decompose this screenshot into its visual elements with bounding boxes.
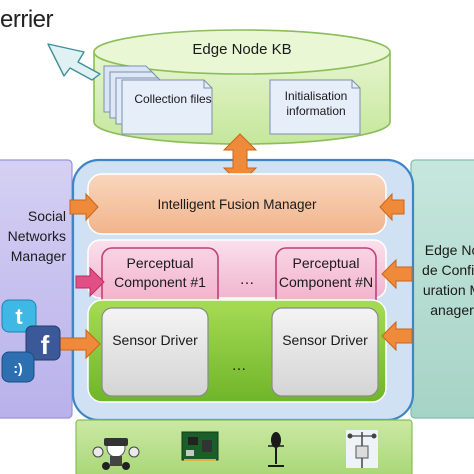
init-info-label: Initialisation information	[284, 89, 348, 118]
config-manager-label-clip: Edge Node Configuration Manager	[414, 240, 474, 360]
sensor-input-arrow	[55, 328, 101, 360]
social-networks-label: Social Networks Manager	[7, 208, 66, 264]
svg-text:f: f	[41, 330, 50, 360]
devices-strip	[75, 419, 413, 474]
perceptual-ellipsis: …	[239, 271, 255, 288]
sensor-driver-last-box	[271, 307, 379, 397]
sensor-ellipsis: …	[231, 357, 247, 374]
fusion-manager-label: Intelligent Fusion Manager	[157, 197, 317, 212]
corner-logo-text: errier	[0, 6, 54, 33]
social-to-fusion-arrow	[69, 192, 99, 222]
svg-text::): :)	[13, 360, 22, 376]
collection-files-label: Collection files	[134, 92, 212, 106]
config-to-perceptual-arrow	[381, 258, 413, 290]
kb-title: Edge Node KB	[192, 41, 292, 58]
sensor-driver-first-box	[101, 307, 209, 397]
facebook-icon: f	[25, 325, 61, 361]
config-manager-label: Edge Node Configuration Manager	[422, 242, 474, 318]
weather-station-icon	[346, 430, 378, 468]
microphone-icon	[268, 432, 284, 467]
circuit-board-icon	[181, 431, 219, 461]
perceptual-component-last-label: Perceptual Component #N	[278, 255, 374, 290]
sensor-driver-first-label: Sensor Driver	[112, 332, 198, 348]
config-to-fusion-arrow	[379, 192, 405, 222]
config-to-sensor-arrow	[381, 320, 413, 352]
perceptual-input-arrow	[75, 266, 105, 298]
init-info-icon	[269, 79, 361, 135]
kb-output-arrow	[47, 43, 101, 81]
svg-text:t: t	[15, 304, 23, 329]
perceptual-component-first-label: Perceptual Component #1	[114, 255, 206, 290]
twitter-icon: t	[1, 299, 37, 333]
sensor-driver-last-label: Sensor Driver	[282, 332, 368, 348]
robot-icon	[92, 438, 140, 470]
tuenti-icon: :)	[1, 351, 35, 383]
collection-files-icon	[103, 65, 213, 135]
